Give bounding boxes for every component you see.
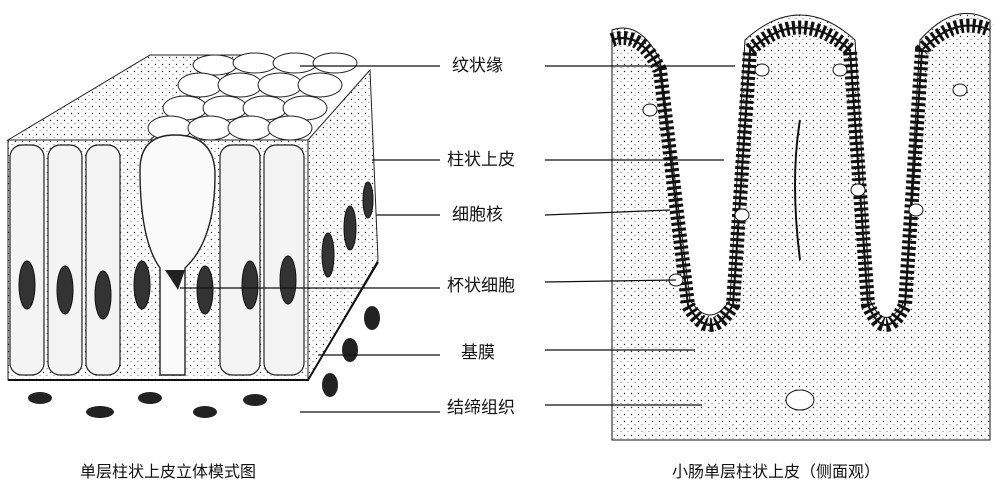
label-brush-border: 纹状缘 [452, 56, 503, 76]
caption-right: 小肠单层柱状上皮（侧面观） [672, 458, 880, 482]
label-columnar-epithelium: 柱状上皮 [447, 150, 515, 170]
villi-section [612, 13, 990, 440]
block-model [8, 53, 380, 418]
label-nucleus: 细胞核 [452, 205, 503, 225]
label-basement-membrane: 基膜 [461, 343, 495, 363]
caption-left: 单层柱状上皮立体模式图 [80, 458, 256, 482]
villi-tissue [612, 13, 990, 440]
label-connective-tissue: 结缔组织 [447, 398, 515, 418]
label-goblet-cell: 杯状细胞 [447, 276, 515, 296]
